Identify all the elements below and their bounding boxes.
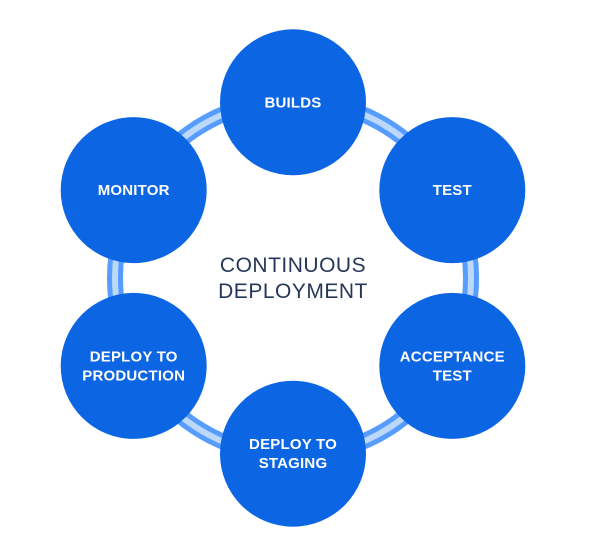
stage-test-label: TEST (433, 182, 472, 199)
stage-acceptance-test-label: TEST (433, 367, 472, 384)
stage-deploy-to-staging-label: DEPLOY TO (249, 436, 337, 453)
stage-acceptance-test: ACCEPTANCE TEST (379, 292, 526, 439)
stage-deploy-to-production: DEPLOY TO PRODUCTION (60, 292, 207, 439)
stage-deploy-to-production-circle (60, 292, 207, 439)
center-title: CONTINUOUS DEPLOYMENT (218, 254, 368, 303)
stage-builds: BUILDS (220, 29, 366, 176)
stage-nodes: BUILDS TEST ACCEPTANCE TEST DEPLOY TO STAGING… (60, 29, 526, 527)
stage-deploy-to-staging-label: STAGING (259, 455, 328, 472)
stage-deploy-to-production-label: PRODUCTION (82, 367, 185, 384)
stage-acceptance-test-label: ACCEPTANCE (400, 348, 505, 365)
center-title-line: DEPLOYMENT (218, 280, 368, 303)
stage-monitor: MONITOR (60, 117, 207, 264)
stage-monitor-label: MONITOR (98, 182, 170, 199)
stage-test: TEST (379, 117, 526, 264)
stage-monitor-circle (60, 117, 207, 264)
stage-builds-circle (220, 29, 366, 176)
center-title-line: CONTINUOUS (220, 254, 366, 277)
stage-deploy-to-staging-circle (220, 380, 366, 527)
stage-builds-label: BUILDS (264, 94, 321, 111)
stage-acceptance-test-circle (379, 292, 526, 439)
stage-test-circle (379, 117, 526, 264)
stage-deploy-to-staging: DEPLOY TO STAGING (220, 380, 366, 527)
stage-deploy-to-production-label: DEPLOY TO (90, 348, 178, 365)
